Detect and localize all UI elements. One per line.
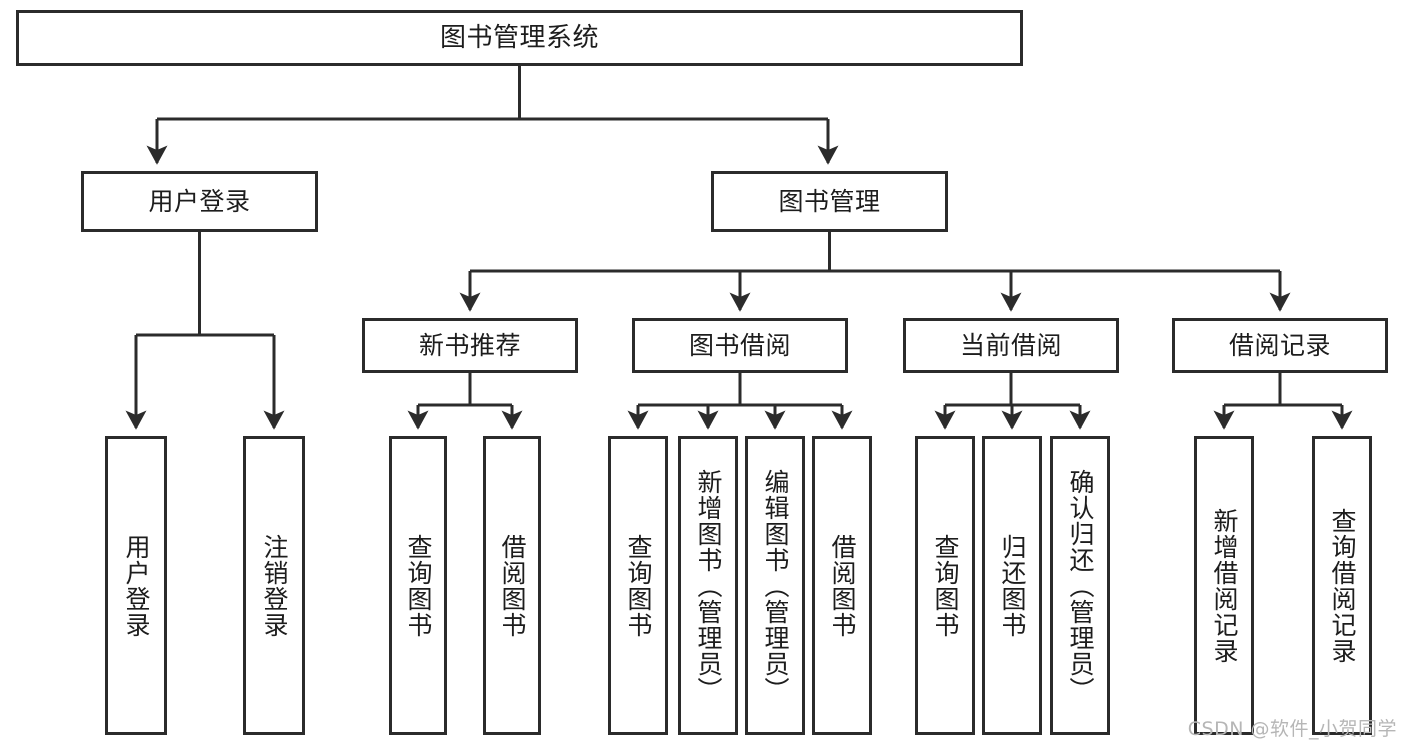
- connector-bookmgmt-to-level3: [459, 232, 1291, 312]
- node-book-borrow[interactable]: 图书借阅: [632, 318, 848, 373]
- leaf-borrow-book-newrec[interactable]: 借阅图书: [483, 436, 541, 735]
- connector-records-to-leaves: [1213, 373, 1353, 430]
- connector-root-to-level2: [146, 66, 839, 165]
- leaf-add-book-admin[interactable]: 新增图书（管理员）: [678, 436, 738, 735]
- node-current-borrow[interactable]: 当前借阅: [903, 318, 1119, 373]
- node-user-login[interactable]: 用户登录: [81, 171, 318, 232]
- leaf-borrow-book[interactable]: 借阅图书: [812, 436, 872, 735]
- connector-borrow-to-leaves: [627, 373, 853, 430]
- leaf-user-login[interactable]: 用户登录: [105, 436, 167, 735]
- node-book-management[interactable]: 图书管理: [711, 171, 948, 232]
- node-root-system[interactable]: 图书管理系统: [16, 10, 1023, 66]
- leaf-return-book[interactable]: 归还图书: [982, 436, 1042, 735]
- connector-newbook-to-leaves: [407, 373, 523, 430]
- connector-userlogin-to-leaves: [125, 232, 285, 430]
- leaf-user-logout[interactable]: 注销登录: [243, 436, 305, 735]
- node-new-book-recommend[interactable]: 新书推荐: [362, 318, 578, 373]
- leaf-query-borrow-record[interactable]: 查询借阅记录: [1312, 436, 1372, 735]
- node-borrow-records[interactable]: 借阅记录: [1172, 318, 1388, 373]
- watermark-text: CSDN @软件_小贺同学: [1187, 718, 1397, 740]
- leaf-query-book-borrow[interactable]: 查询图书: [608, 436, 668, 735]
- leaf-query-book-newrec[interactable]: 查询图书: [389, 436, 447, 735]
- leaf-add-borrow-record[interactable]: 新增借阅记录: [1194, 436, 1254, 735]
- connector-current-to-leaves: [934, 373, 1091, 430]
- leaf-query-book-current[interactable]: 查询图书: [915, 436, 975, 735]
- leaf-confirm-return-admin[interactable]: 确认归还（管理员）: [1050, 436, 1110, 735]
- leaf-edit-book-admin[interactable]: 编辑图书（管理员）: [745, 436, 805, 735]
